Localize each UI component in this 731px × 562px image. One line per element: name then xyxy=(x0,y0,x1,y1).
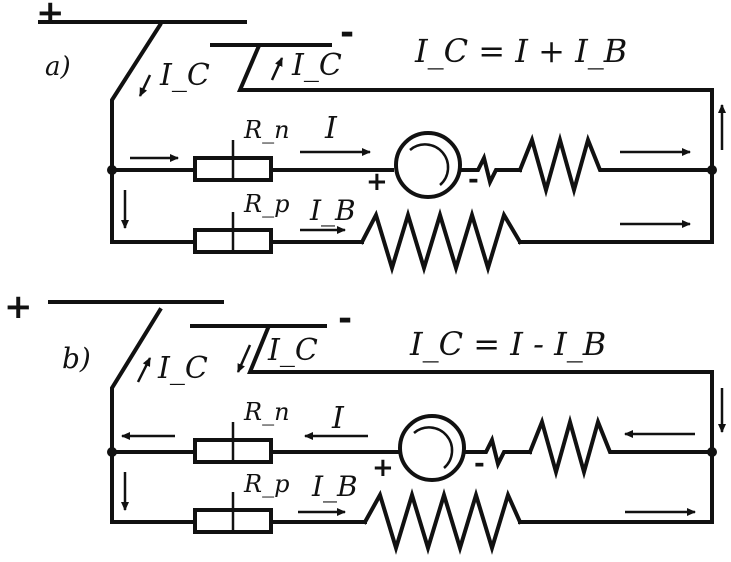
label-ib-a: I_B xyxy=(309,194,356,227)
motor-minus-b: - xyxy=(474,449,485,479)
label-i-a: I xyxy=(324,111,338,146)
node-left-a xyxy=(107,165,117,175)
series-coil-b xyxy=(527,414,714,480)
plus-sign-a: + xyxy=(36,0,65,33)
label-ib-b: I_B xyxy=(311,470,358,503)
label-ic-left-b: I_C xyxy=(157,351,208,386)
armature-lead-a xyxy=(458,152,522,188)
arrow-ic-left-b xyxy=(136,357,152,383)
node-left-b xyxy=(107,447,117,457)
motor-rotation-b xyxy=(413,426,454,469)
label-ic-right-a: I_C xyxy=(291,48,342,83)
minus-sign-b: - xyxy=(338,299,352,339)
label-rp-b: R_p xyxy=(243,470,289,498)
armature-lead-b xyxy=(462,434,532,470)
shunt-coil-b xyxy=(362,488,523,555)
diagram-a: + - a) I_C = I + I_B I_C I_C R_n R_p I I… xyxy=(36,0,726,275)
node-right-b xyxy=(707,447,717,457)
label-ic-right-b: I_C xyxy=(267,333,318,368)
arrow-ic-left-a xyxy=(138,74,152,97)
series-coil-a xyxy=(517,132,714,198)
formula-a: I_C = I + I_B xyxy=(414,32,627,70)
arrow-ic-right-a xyxy=(270,57,284,81)
formula-b: I_C = I - I_B xyxy=(409,325,606,363)
plus-sign-b: + xyxy=(4,287,33,327)
node-right-a xyxy=(707,165,717,175)
label-ic-left-a: I_C xyxy=(159,58,210,93)
label-i-b: I xyxy=(331,401,345,436)
motor-minus-a: - xyxy=(468,165,479,195)
motor-a xyxy=(394,131,462,199)
panel-label-b: b) xyxy=(62,342,91,375)
arrow-ic-right-b xyxy=(236,344,252,373)
label-rp-a: R_p xyxy=(243,190,289,218)
panel-label-a: a) xyxy=(45,52,71,82)
motor-plus-b: + xyxy=(372,453,394,483)
motor-b xyxy=(398,414,466,482)
motor-plus-a: + xyxy=(366,167,388,197)
label-rn-b: R_n xyxy=(243,398,290,426)
shunt-coil-a xyxy=(359,208,523,275)
right-bus-a xyxy=(236,45,714,244)
right-bus-b xyxy=(247,325,714,524)
motor-rotation-a xyxy=(409,143,450,186)
minus-sign-a: - xyxy=(340,13,354,53)
diagram-b: + - b) I_C = I - I_B I_C I_C R_n R_p I I… xyxy=(4,287,726,555)
label-rn-a: R_n xyxy=(243,116,290,144)
